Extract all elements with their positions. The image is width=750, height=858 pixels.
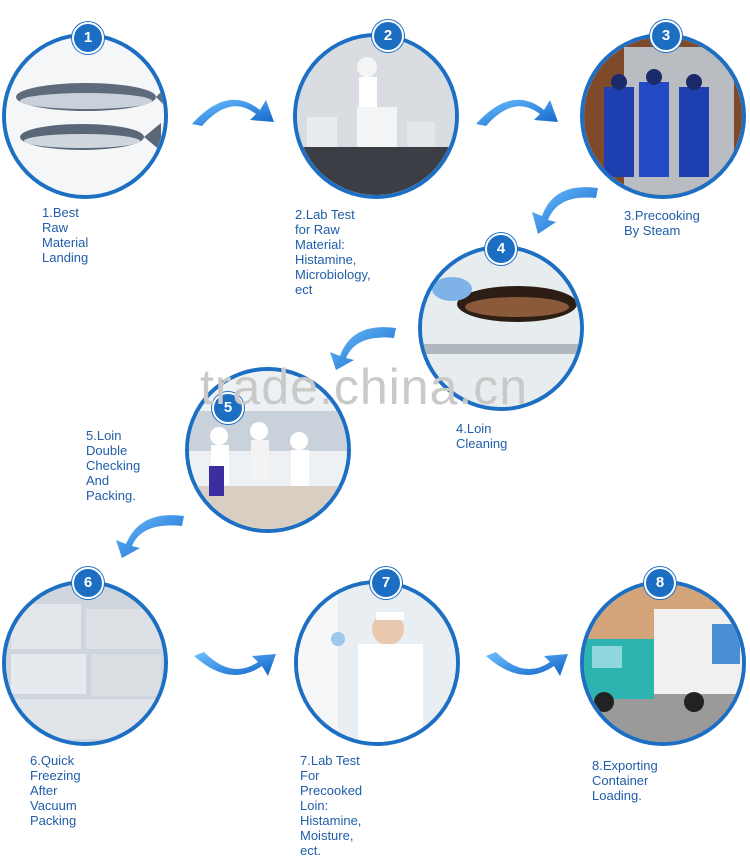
arrow-4-to-5	[330, 327, 396, 370]
arrow-6-to-7	[194, 652, 276, 676]
step-8-number-badge: 8	[644, 567, 676, 599]
step-6-number-badge: 6	[72, 567, 104, 599]
arrow-5-to-6	[116, 515, 184, 558]
watermark: trade.china.cn	[200, 359, 529, 415]
step-7-photo	[294, 580, 460, 746]
arrow-1-to-2	[192, 99, 274, 126]
step-2-label: 2.Lab Test for Raw Material: Histamine, …	[295, 207, 371, 297]
step-2-number-badge: 2	[372, 20, 404, 52]
arrow-3-to-4	[532, 187, 598, 234]
step-8-label: 8.Exporting Container Loading.	[592, 758, 658, 803]
step-3-number-badge: 3	[650, 20, 682, 52]
step-7-label: 7.Lab Test For Precooked Loin: Histamine…	[300, 753, 363, 858]
lab-technician-image	[298, 584, 456, 742]
arrow-7-to-8	[486, 652, 568, 676]
steam-cooker-image	[584, 37, 742, 195]
step-5-photo	[185, 367, 351, 533]
packing-line-image	[189, 371, 347, 529]
loin-cleaning-image	[422, 249, 580, 407]
step-4-number-badge: 4	[485, 233, 517, 265]
step-2-photo	[293, 33, 459, 199]
frozen-packs-image	[6, 584, 164, 742]
step-4-label: 4.Loin Cleaning	[456, 421, 508, 451]
step-5-label: 5.Loin Double Checking And Packing.	[86, 428, 141, 503]
step-8-photo	[580, 580, 746, 746]
step-6-label: 6.Quick Freezing After Vacuum Packing	[30, 753, 81, 828]
step-6-photo	[2, 580, 168, 746]
step-3-label: 3.Precooking By Steam	[624, 208, 700, 238]
lab-image	[297, 37, 455, 195]
step-1-label: 1.Best Raw Material Landing	[42, 205, 89, 265]
fish-image	[6, 37, 164, 195]
step-4-photo	[418, 245, 584, 411]
step-1-photo	[2, 33, 168, 199]
container-truck-image	[584, 584, 742, 742]
step-5-number-badge: 5	[212, 392, 244, 424]
step-3-photo	[580, 33, 746, 199]
step-7-number-badge: 7	[370, 567, 402, 599]
arrow-2-to-3	[476, 99, 558, 126]
step-1-number-badge: 1	[72, 22, 104, 54]
